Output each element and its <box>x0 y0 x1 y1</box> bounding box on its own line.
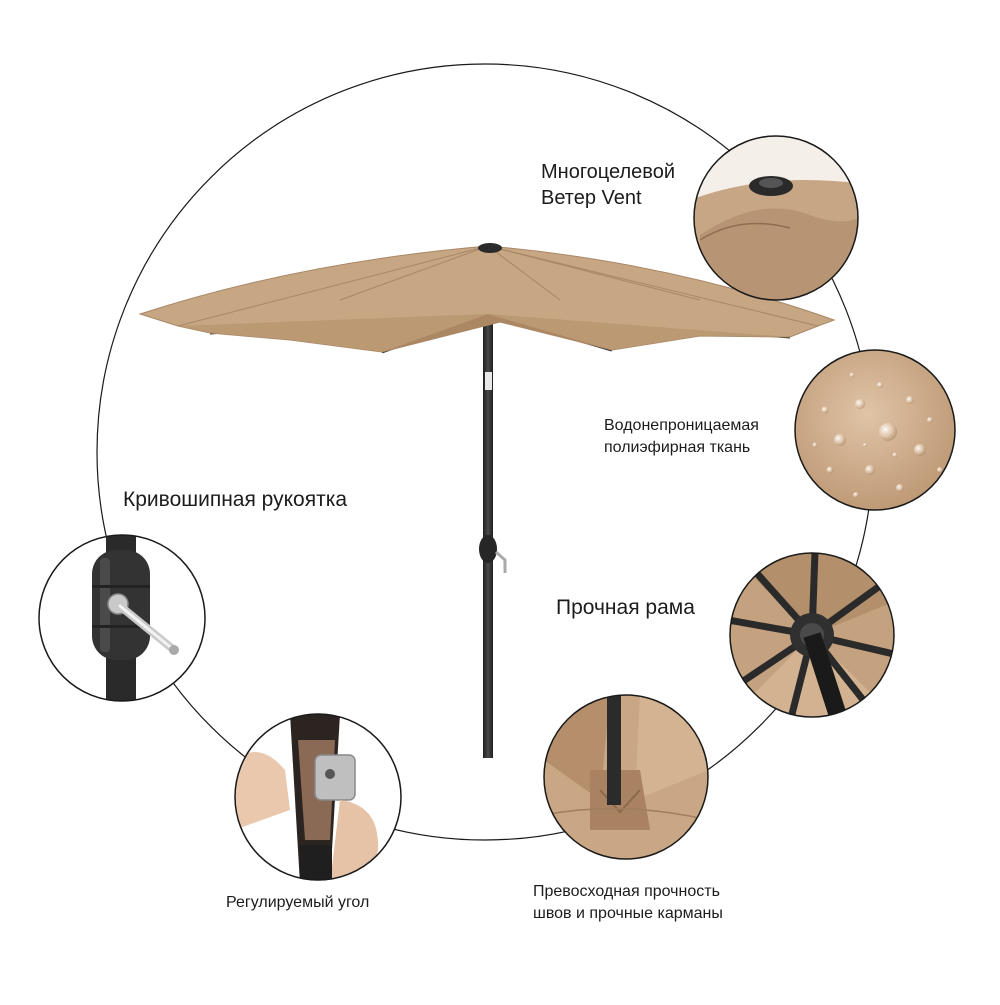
tilt-detail-image <box>235 714 401 880</box>
seams-detail-image <box>544 695 708 859</box>
seams-label: Превосходная прочность швов и прочные ка… <box>533 883 723 922</box>
umbrella-illustration <box>138 243 836 758</box>
vent-detail-image <box>694 136 858 300</box>
crank-label: Кривошипная рукоятка <box>123 488 348 511</box>
fabric-detail-image <box>795 350 955 510</box>
vent-label: Многоцелевой Ветер Vent <box>541 161 675 209</box>
tilt-label: Регулируемый угол <box>226 894 370 911</box>
frame-label: Прочная рама <box>556 596 695 619</box>
fabric-label: Водонепроницаемая полиэфирная ткань <box>604 417 759 456</box>
crank-detail-image <box>39 535 205 701</box>
